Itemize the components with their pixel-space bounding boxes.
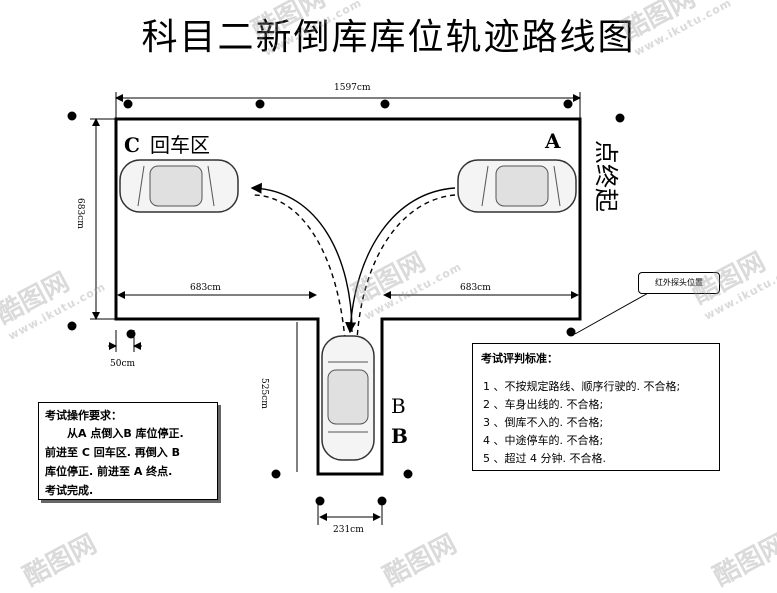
label-b-plain: B <box>391 394 406 418</box>
posts <box>67 99 625 506</box>
parking-diagram: 1597cm 683cm 683cm 683cm 50cm 525cm 231c… <box>67 83 651 535</box>
car-a-icon <box>457 159 577 213</box>
criteria-list: 1 、不按规定路线、顺序行驶的. 不合格; 2 、车身出线的. 不合格; 3 、… <box>473 378 719 468</box>
operation-requirements: 考试操作要求： 从A 点倒入B 库位停正. 前进至 C 回车区. 再倒入 B 库… <box>38 402 218 500</box>
dim-total-width: 1597cm <box>334 83 371 93</box>
sensor-label: 红外探头位置 <box>638 272 720 294</box>
criteria-item: 5 、超过 4 分钟. 不合格. <box>483 452 606 465</box>
dim-post-offset: 50cm <box>110 359 135 369</box>
dim-right-segment: 683cm <box>460 283 491 293</box>
lot-outline <box>114 117 582 476</box>
page-title: 科目二新倒库库位轨迹路线图 <box>141 17 636 58</box>
criteria-item: 2 、车身出线的. 不合格; <box>483 398 604 411</box>
criteria-item: 1 、不按规定路线、顺序行驶的. 不合格; <box>483 380 681 393</box>
dim-left-segment: 683cm <box>190 283 221 293</box>
operation-line: 库位停正. 前进至 A 终点. <box>45 465 173 478</box>
trajectory-right-solid <box>345 187 456 334</box>
label-a: A <box>544 129 561 153</box>
label-c-letter: C <box>124 133 140 157</box>
criteria-item: 3 、倒库不入的. 不合格; <box>483 416 604 429</box>
trajectory-left-solid <box>250 182 353 333</box>
dim-bay-depth: 525cm <box>259 378 269 409</box>
sensor-pointer <box>574 291 651 335</box>
car-c-icon <box>119 159 239 213</box>
trajectory-left-dashed <box>251 194 346 341</box>
car-b-icon <box>321 335 375 461</box>
operation-line: 考试完成. <box>45 484 94 497</box>
label-b-bold: B <box>391 424 408 448</box>
criteria-item: 4 、中途停车的. 不合格; <box>483 434 604 447</box>
judging-criteria: 考试评判标准： 1 、不按规定路线、顺序行驶的. 不合格; 2 、车身出线的. … <box>472 343 720 471</box>
operation-line: 从A 点倒入B 库位停正. <box>67 427 184 440</box>
dim-bay-width: 231cm <box>333 525 364 535</box>
criteria-heading: 考试评判标准： <box>481 352 558 365</box>
trajectory-right-dashed <box>356 194 456 341</box>
operation-line: 前进至 C 回车区. 再倒入 B <box>45 446 180 459</box>
label-end-point: 点终起 <box>592 140 620 212</box>
dim-height: 683cm <box>75 198 85 229</box>
operation-heading: 考试操作要求： <box>45 409 122 422</box>
label-c-area: 回车区 <box>150 133 210 157</box>
